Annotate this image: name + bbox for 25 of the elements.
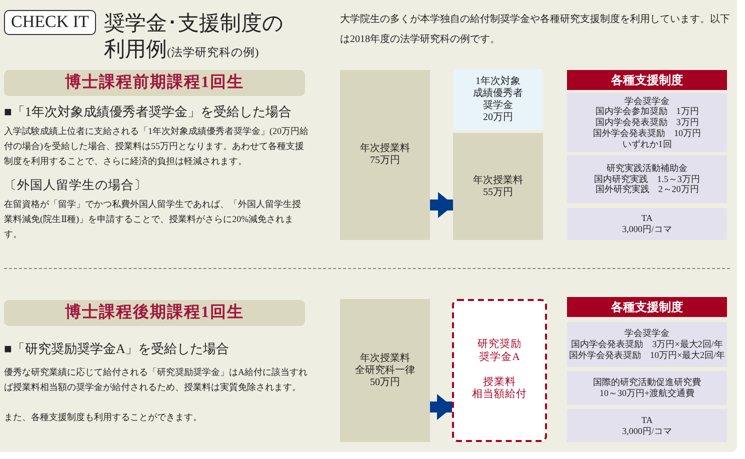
- support-box: 国際的研究活動促進研究費 10～30万円+渡航交通費: [567, 371, 727, 405]
- section-band: 博士課程前期課程1回生: [4, 70, 305, 96]
- support-box: 学会奨学金 国内学会発表奨励 3万円×最大2回/年 国外学会発表奨励 10万円×最大2回/年: [567, 322, 727, 367]
- tag-box: CHECK IT: [4, 10, 96, 35]
- tuition-bar: 年次授業料 全研究科一律 50万円: [340, 299, 430, 442]
- case-heading: ■「研究奨励奨学金A」を受給した場合: [4, 340, 230, 358]
- case-heading: 〔外国人留学生の場合〕: [4, 177, 148, 194]
- heading: 奨学金･支援制度の利用例(法学研究科の例): [104, 10, 285, 63]
- tuition-bar: 年次授業料 55万円: [453, 133, 543, 240]
- body-text: 在留資格が「留学」でかつ私費外国人留学生であれば、「外国人留学生授業料減免(院生Ⅱ種)」を申請することで、授業料がさらに20%減免されます。: [4, 198, 302, 241]
- body-text: また、各種支援制度も利用することができます。: [4, 411, 203, 424]
- case-heading: ■「1年次対象成績優秀者奨学金」を受給した場合: [4, 103, 292, 121]
- support-box: TA 3,000円/コマ: [567, 208, 727, 240]
- body-text: 優秀な研究業績に応じて給付される「研究奨励奨学金」はA給付に該当すれば授業料相当額の奨学金が給付されるため、授業料は実質免除されます。: [4, 366, 308, 394]
- scholarship-box: 研究奨励 奨学金A 授業料 相当額給付: [452, 299, 547, 442]
- support-box: TA 3,000円/コマ: [567, 409, 727, 442]
- body-text: 入学試験成績上位者に支給される「1年次対象成績優秀者奨学金」(20万円給付の場合)を受給した場合、授業料は55万円となります。あわせて各種支援制度を利用することで、さらに経済的負担は軽減されます。: [4, 125, 309, 168]
- support-box: 学会奨学金 国内学会参加奨励 1万円 国内学会発表奨励 3万円 国外学会発表奨励 10万円 いずれか1回: [567, 93, 727, 152]
- header-bar: 各種支援制度: [567, 297, 727, 317]
- scholarship-box: 1年次対象 成績優秀者 奨学金 20万円: [453, 69, 543, 130]
- intro-text: 大学院生の多くが本学独自の給付制奨学金や各種研究支援制度を利用しています。以下は2018年度の法学研究科の例です。: [340, 12, 730, 47]
- header-bar: 各種支援制度: [567, 70, 727, 90]
- section-band: 博士課程後期課程1回生: [4, 300, 305, 326]
- tuition-bar: 年次授業料 75万円: [340, 70, 430, 240]
- support-box: 研究実践活動補助金 国内研究実践 1.5～3万円 国外研究実践 2～20万円: [567, 155, 727, 203]
